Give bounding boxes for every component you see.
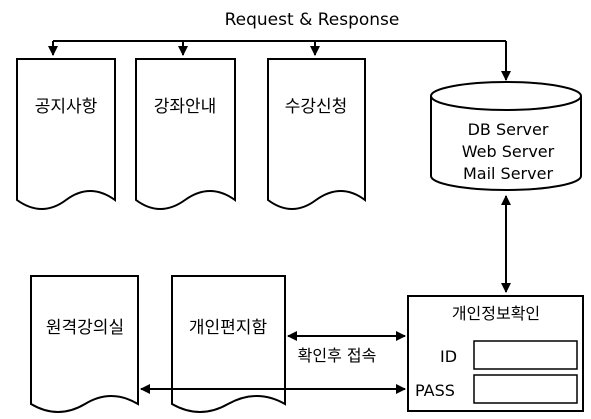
server-line-web: Web Server [462,142,555,161]
id-input[interactable] [473,340,578,370]
document-notice-label: 공지사항 [35,97,98,117]
document-course-info: 강좌안내 [135,58,236,210]
pass-input[interactable] [473,374,578,404]
request-response-label: Request & Response [225,10,400,30]
document-remote-classroom: 원격강의실 [30,275,139,413]
document-personal-mailbox-label: 개인편지함 [189,318,268,338]
document-registration-label: 수강신청 [285,97,348,117]
server-line-db: DB Server [468,120,549,139]
server-line-mail: Mail Server [463,164,553,183]
document-registration: 수강신청 [267,58,366,210]
document-course-info-label: 강좌안내 [154,97,217,117]
login-box: 개인정보확인 ID PASS [407,295,584,412]
pass-label: PASS [415,381,455,400]
document-notice: 공지사항 [16,58,116,210]
id-label: ID [440,347,457,366]
request-response-line [48,40,511,81]
login-box-title: 개인정보확인 [452,304,540,323]
document-personal-mailbox: 개인편지함 [171,275,286,413]
server-database: DB Server Web Server Mail Server [430,81,582,191]
connect-label: 확인후 접속 [298,346,377,365]
document-remote-classroom-label: 원격강의실 [46,318,124,338]
